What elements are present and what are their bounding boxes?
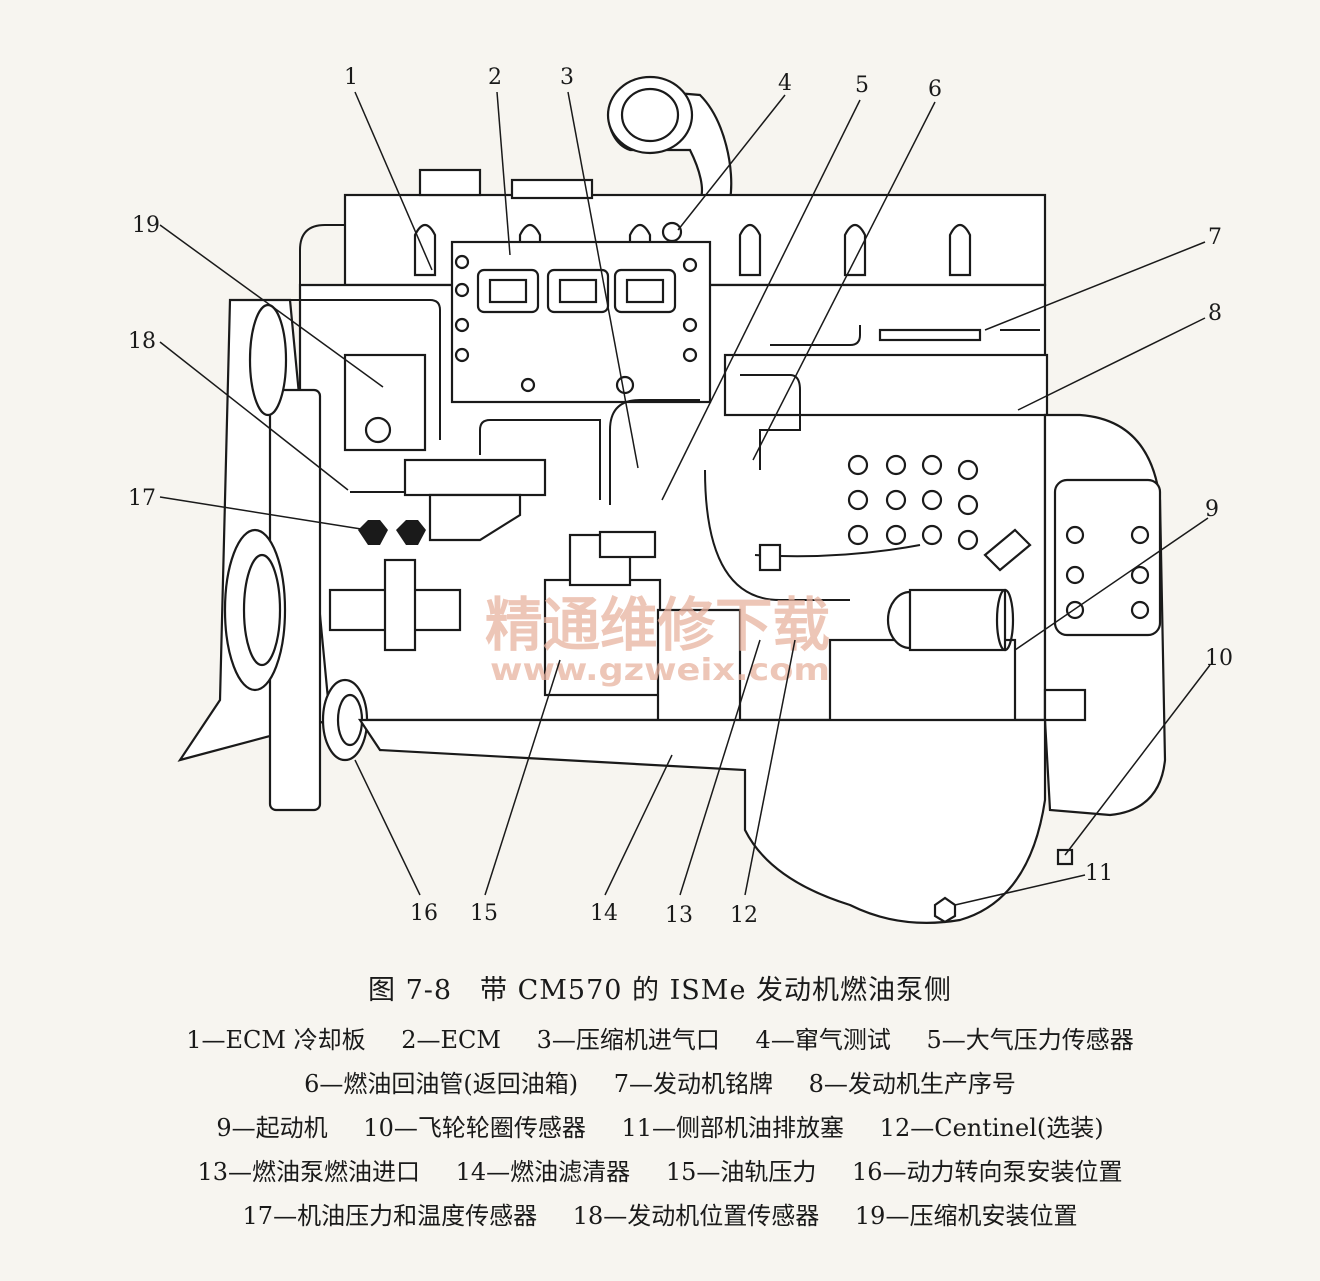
callout-13: 13: [665, 903, 693, 928]
callout-16: 16: [410, 901, 438, 926]
legend-item: 16—动力转向泵安装位置: [852, 1158, 1123, 1186]
watermark-url: www.gzweix.com: [490, 653, 830, 688]
legend-item: 11—侧部机油排放塞: [621, 1114, 845, 1142]
leader-lines: [159, 91, 1211, 906]
legend-item: 17—机油压力和温度传感器: [242, 1202, 538, 1230]
legend-item: 15—油轨压力: [665, 1158, 817, 1186]
legend-item: 10—飞轮轮圈传感器: [363, 1114, 586, 1142]
watermark-text: 精通维修下载: [485, 591, 830, 659]
air-intake-elbow: [606, 75, 733, 202]
legend-item: 18—发动机位置传感器: [572, 1202, 820, 1230]
legend-item: 6—燃油回油管(返回油箱): [304, 1070, 579, 1098]
engine-diagram: 精通维修下载 www.gzweix.com 1 2 3 4 5 6 7 8 9 …: [128, 65, 1233, 928]
legend-line: 9—起动机 10—飞轮轮圈传感器 11—侧部机油排放塞 12—Centinel(…: [0, 1106, 1320, 1150]
callout-7: 7: [1208, 225, 1222, 250]
callout-3: 3: [560, 65, 574, 90]
callout-17: 17: [128, 486, 156, 511]
flywheel-housing: [1043, 413, 1167, 866]
callout-4: 4: [778, 71, 792, 96]
legend-item: 3—压缩机进气口: [536, 1026, 720, 1054]
callout-8: 8: [1208, 301, 1222, 326]
callout-19: 19: [132, 213, 160, 238]
legend-item: 4—窜气测试: [755, 1026, 891, 1054]
legend-item: 9—起动机: [216, 1114, 328, 1142]
callout-5: 5: [855, 73, 869, 98]
callout-18: 18: [128, 329, 156, 354]
legend-item: 1—ECM 冷却板: [186, 1026, 366, 1054]
legend-item: 2—ECM: [401, 1026, 501, 1054]
legend-item: 13—燃油泵燃油进口: [197, 1158, 420, 1186]
front-pulleys: [177, 298, 462, 812]
fuel-lines: [290, 224, 921, 601]
legend-line: 13—燃油泵燃油进口 14—燃油滤清器 15—油轨压力 16—动力转向泵安装位置: [0, 1150, 1320, 1194]
legend-item: 8—发动机生产序号: [808, 1070, 1016, 1098]
watermark: 精通维修下载 www.gzweix.com: [485, 591, 830, 688]
callout-12: 12: [730, 903, 758, 928]
injector-ports: [847, 454, 1032, 572]
fuel-pump: [543, 530, 782, 697]
callout-9: 9: [1205, 497, 1219, 522]
sensor-bracket: [343, 353, 547, 545]
oil-pan: [357, 718, 1047, 924]
callout-10: 10: [1205, 646, 1233, 671]
callout-1: 1: [344, 65, 358, 90]
callout-6: 6: [928, 77, 942, 102]
figure-title: 图 7-8 带 CM570 的 ISMe 发动机燃油泵侧: [367, 975, 953, 1006]
callout-11: 11: [1085, 861, 1113, 886]
figure-legend: 1—ECM 冷却板 2—ECM 3—压缩机进气口 4—窜气测试 5—大气压力传感…: [0, 1018, 1320, 1238]
callout-15: 15: [470, 901, 498, 926]
legend-item: 19—压缩机安装位置: [854, 1202, 1078, 1230]
legend-item: 5—大气压力传感器: [926, 1026, 1134, 1054]
legend-item: 14—燃油滤清器: [455, 1158, 631, 1186]
callout-labels: 1 2 3 4 5 6 7 8 9 10 11 12 13 14 15 16 1…: [128, 65, 1233, 928]
callout-14: 14: [590, 901, 618, 926]
callout-2: 2: [488, 65, 502, 90]
legend-item: 12—Centinel(选装): [879, 1114, 1104, 1142]
legend-line: 6—燃油回油管(返回油箱) 7—发动机铭牌 8—发动机生产序号: [0, 1062, 1320, 1106]
legend-item: 7—发动机铭牌: [613, 1070, 773, 1098]
ecm-module: [450, 240, 712, 404]
legend-line: 17—机油压力和温度传感器 18—发动机位置传感器 19—压缩机安装位置: [0, 1194, 1320, 1238]
legend-line: 1—ECM 冷却板 2—ECM 3—压缩机进气口 4—窜气测试 5—大气压力传感…: [0, 1018, 1320, 1062]
